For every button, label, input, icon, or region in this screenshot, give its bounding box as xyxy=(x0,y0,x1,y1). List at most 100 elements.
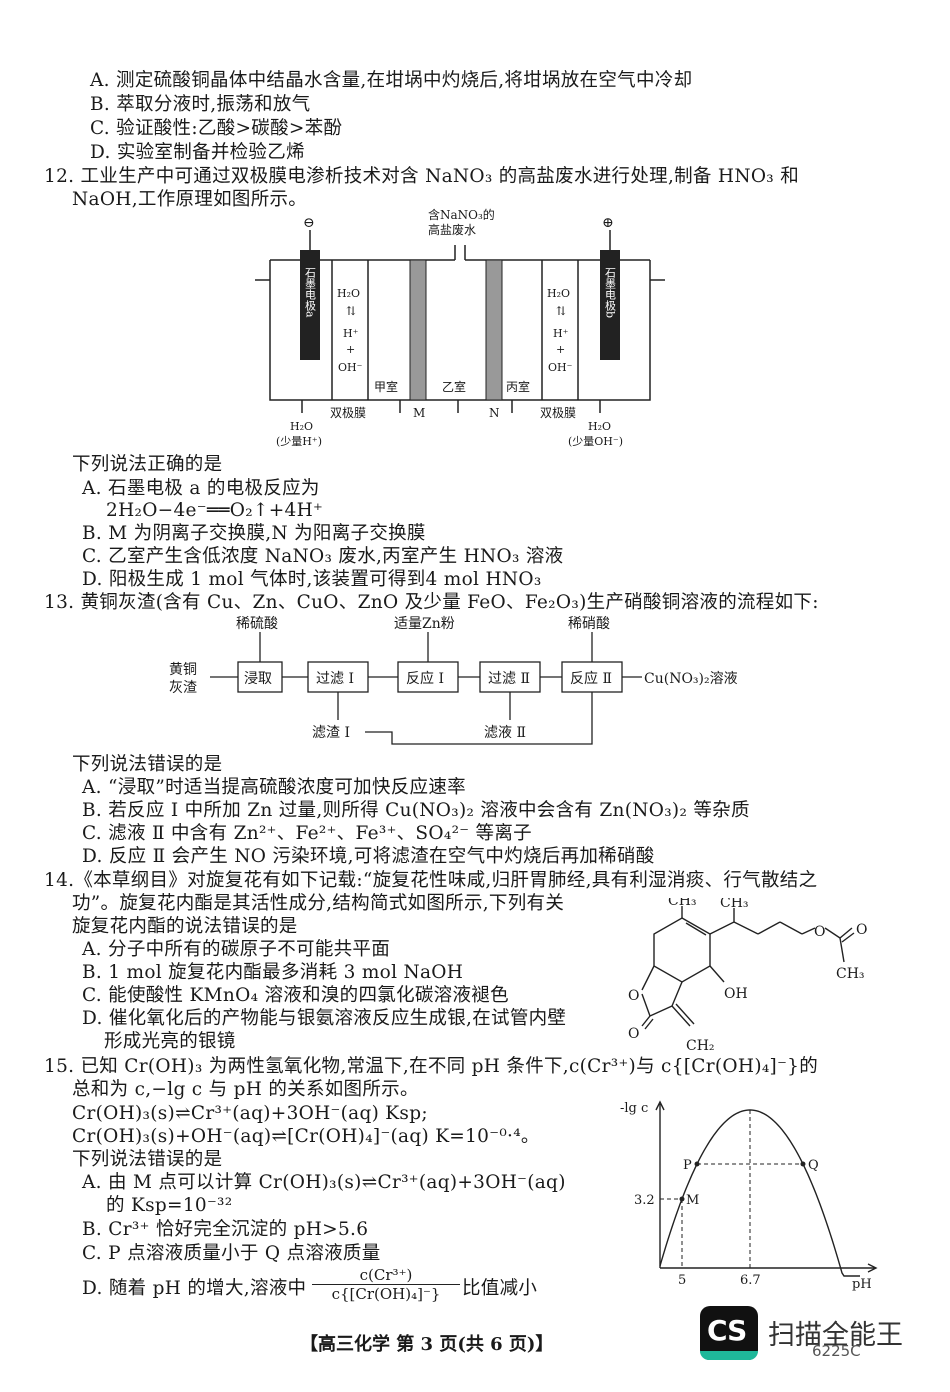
flowchart-diagram: 黄铜 灰渣 稀硫酸 适量Zn粉 稀硝酸 浸取 过滤 Ⅰ 反应 Ⅰ 过滤 Ⅱ 反应… xyxy=(169,616,738,745)
camscanner-logo-icon: CS xyxy=(700,1306,758,1360)
q15-option-d-tail: 比值减小 xyxy=(462,1278,538,1299)
label-q: Q xyxy=(808,1158,819,1173)
label-m: M xyxy=(686,1193,699,1208)
q12-option-c: C. 乙室产生含低浓度 NaNO₃ 废水,丙室产生 HNO₃ 溶液 xyxy=(82,546,564,567)
q11-option-b: B. 萃取分液时,振荡和放气 xyxy=(90,94,311,115)
residue-1: 滤渣 Ⅰ xyxy=(312,725,350,741)
q13-prompt: 下列说法错误的是 xyxy=(72,754,223,775)
y-axis-arrow-icon xyxy=(655,1100,665,1111)
q15-stem-2: 总和为 c,−lg c 与 pH 的关系如图所示。 xyxy=(72,1079,419,1100)
water-right: H₂O xyxy=(588,420,611,433)
minus-terminal-icon: ⊖ xyxy=(303,215,315,231)
q14-stem-3: 旋复花内酯的说法错误的是 xyxy=(72,916,298,937)
q14-option-d-cont: 形成光亮的银镜 xyxy=(104,1031,236,1052)
right-ohminus: OH⁻ xyxy=(548,361,573,374)
membrane-m-label: M xyxy=(413,406,425,420)
q12-option-d: D. 阳极生成 1 mol 气体时,该装置可得到4 mol HNO₃ xyxy=(82,569,542,590)
left-ohminus: OH⁻ xyxy=(338,361,363,374)
page-footer: 【高三化学 第 3 页(共 6 页)】 xyxy=(300,1334,554,1355)
x-axis-arrow-icon xyxy=(867,1263,878,1273)
q14-option-a: A. 分子中所有的碳原子不可能共平面 xyxy=(82,939,391,960)
inlet-label-2: 高盐废水 xyxy=(428,222,476,237)
left-h2o: H₂O xyxy=(337,287,360,300)
curve-line xyxy=(659,1109,860,1277)
q13-option-b: B. 若反应 Ⅰ 中所加 Zn 过量,则所得 Cu(NO₃)₂ 溶液中会含有 Z… xyxy=(82,800,750,821)
right-equilibrium-icon: ⇅ xyxy=(556,304,566,318)
oh-group: OH xyxy=(724,986,748,1002)
electrodialysis-diagram: ⊖ ⊕ 含NaNO₃的 高盐废水 石墨电极a 石墨电极b H₂O ⇅ H⁺ + … xyxy=(255,207,665,448)
q13-option-c: C. 滤液 Ⅱ 中含有 Zn²⁺、Fe²⁺、Fe³⁺、SO₄²⁻ 等离子 xyxy=(82,823,532,844)
q11-option-a: A. 测定硫酸铜晶体中结晶水含量,在坩埚中灼烧后,将坩埚放在空气中冷却 xyxy=(90,70,693,91)
fraction-denominator: c{[Cr(OH)₄]⁻} xyxy=(331,1285,441,1303)
right-hplus: H⁺ xyxy=(553,327,569,340)
q13-stem: 13. 黄铜灰渣(含有 Cu、Zn、CuO、ZnO 及少量 FeO、Fe₂O₃)… xyxy=(44,592,819,613)
right-plus: + xyxy=(556,343,565,356)
reagent-dilute-hno3: 稀硝酸 xyxy=(568,616,610,632)
carbonyl-oxygen: O xyxy=(628,1026,639,1042)
x-tick-5: 5 xyxy=(678,1273,686,1288)
water-right-note: (少量OH⁻) xyxy=(568,435,623,448)
step-leaching: 浸取 xyxy=(244,671,272,687)
q15-prompt: 下列说法错误的是 xyxy=(72,1149,223,1170)
q12-stem-2: NaOH,工作原理如图所示。 xyxy=(72,189,308,210)
product-label: Cu(NO₃)₂溶液 xyxy=(644,671,738,687)
bipolar-right-label: 双极膜 xyxy=(540,406,576,420)
x-tick-6-7: 6.7 xyxy=(740,1273,761,1288)
ch2-group: CH₂ xyxy=(686,1038,715,1054)
step-reaction-1: 反应 Ⅰ xyxy=(406,670,444,687)
q12-stem: 12. 工业生产中可通过双极膜电渗析技术对含 NaNO₃ 的高盐废水进行处理,制… xyxy=(44,166,799,187)
ester-oxygen: O xyxy=(814,924,825,940)
q13-option-a: A. “浸取”时适当提高硫酸浓度可加快反应速率 xyxy=(82,777,466,798)
left-equilibrium-icon: ⇅ xyxy=(346,304,356,318)
reagent-dilute-h2so4: 稀硫酸 xyxy=(236,616,278,632)
q15-option-a-cont: 的 Ksp=10⁻³² xyxy=(106,1195,233,1216)
bipolar-left-label: 双极膜 xyxy=(330,406,366,420)
raw-material-1: 黄铜 xyxy=(169,661,197,678)
point-p xyxy=(694,1161,700,1167)
paper-code: 6225C xyxy=(812,1342,861,1360)
filtrate-2: 滤液 Ⅱ xyxy=(484,725,526,741)
ch3-a: CH₃ xyxy=(668,898,697,909)
membrane-n-label: N xyxy=(489,406,500,420)
q13-option-d: D. 反应 Ⅱ 会产生 NO 污染环境,可将滤渣在空气中灼烧后再加稀硝酸 xyxy=(82,846,655,867)
raw-material-2: 灰渣 xyxy=(169,680,197,696)
ring-oxygen: O xyxy=(628,988,639,1004)
left-plus: + xyxy=(346,343,355,356)
q12-option-a-equation: 2H₂O−4e⁻══O₂↑+4H⁺ xyxy=(106,500,324,521)
plus-terminal-icon: ⊕ xyxy=(602,215,614,231)
step-filtration-2: 过滤 Ⅱ xyxy=(488,671,530,687)
step-filtration-1: 过滤 Ⅰ xyxy=(316,671,354,687)
logo-stripe xyxy=(700,1351,758,1360)
q15-eq1: Cr(OH)₃(s)⇌Cr³⁺(aq)+3OH⁻(aq) Ksp; xyxy=(72,1103,428,1124)
q15-stem: 15. 已知 Cr(OH)₃ 为两性氢氧化物,常温下,在不同 pH 条件下,c(… xyxy=(44,1056,819,1077)
inulicin-structure: CH₃ CH₃ OH O O CH₂ O O CH₃ xyxy=(628,898,867,1054)
inlet-label-1: 含NaNO₃的 xyxy=(428,207,495,222)
water-left: H₂O xyxy=(290,420,313,433)
fraction: c(Cr³⁺) c{[Cr(OH)₄]⁻} xyxy=(312,1266,460,1303)
q15-eq2: Cr(OH)₃(s)+OH⁻(aq)⇌[Cr(OH)₄]⁻(aq) K=10⁻⁰… xyxy=(72,1126,540,1147)
electrode-a-label: 石墨电极a xyxy=(304,267,317,318)
q11-option-c: C. 验证酸性:乙酸>碳酸>苯酚 xyxy=(90,118,343,139)
ch3-b: CH₃ xyxy=(720,898,749,911)
room-bing: 丙室 xyxy=(506,379,530,394)
q14-stem: 14.《本草纲目》对旋复花有如下记载:“旋复花性味咸,归肝胃肺经,具有利湿消痰、… xyxy=(44,870,818,891)
camscanner-logo-text: CS xyxy=(707,1314,747,1347)
q14-option-b: B. 1 mol 旋复花内酯最多消耗 3 mol NaOH xyxy=(82,962,464,983)
q11-option-d: D. 实验室制备并检验乙烯 xyxy=(90,142,305,163)
left-hplus: H⁺ xyxy=(343,327,359,340)
q14-option-c: C. 能使酸性 KMnO₄ 溶液和溴的四氯化碳溶液褪色 xyxy=(82,985,509,1006)
label-p: P xyxy=(683,1158,692,1173)
y-axis-label: -lg c xyxy=(620,1101,648,1116)
q15-option-a: A. 由 M 点可以计算 Cr(OH)₃(s)⇌Cr³⁺(aq)+3OH⁻(aq… xyxy=(82,1172,566,1193)
reagent-zn-powder: 适量Zn粉 xyxy=(394,616,455,632)
x-axis-label: pH xyxy=(852,1277,872,1292)
point-m xyxy=(679,1196,685,1202)
q14-option-d: D. 催化氧化后的产物能与银氨溶液反应生成银,在试管内壁 xyxy=(82,1008,567,1029)
y-tick-3-2: 3.2 xyxy=(634,1193,655,1208)
q12-prompt: 下列说法正确的是 xyxy=(72,454,223,475)
room-jia: 甲室 xyxy=(374,379,398,394)
q12-option-b: B. M 为阴离子交换膜,N 为阳离子交换膜 xyxy=(82,523,426,544)
q15-option-c: C. P 点溶液质量小于 Q 点溶液质量 xyxy=(82,1243,381,1264)
q15-option-d: D. 随着 pH 的增大,溶液中 xyxy=(82,1278,307,1299)
room-yi: 乙室 xyxy=(442,379,466,394)
